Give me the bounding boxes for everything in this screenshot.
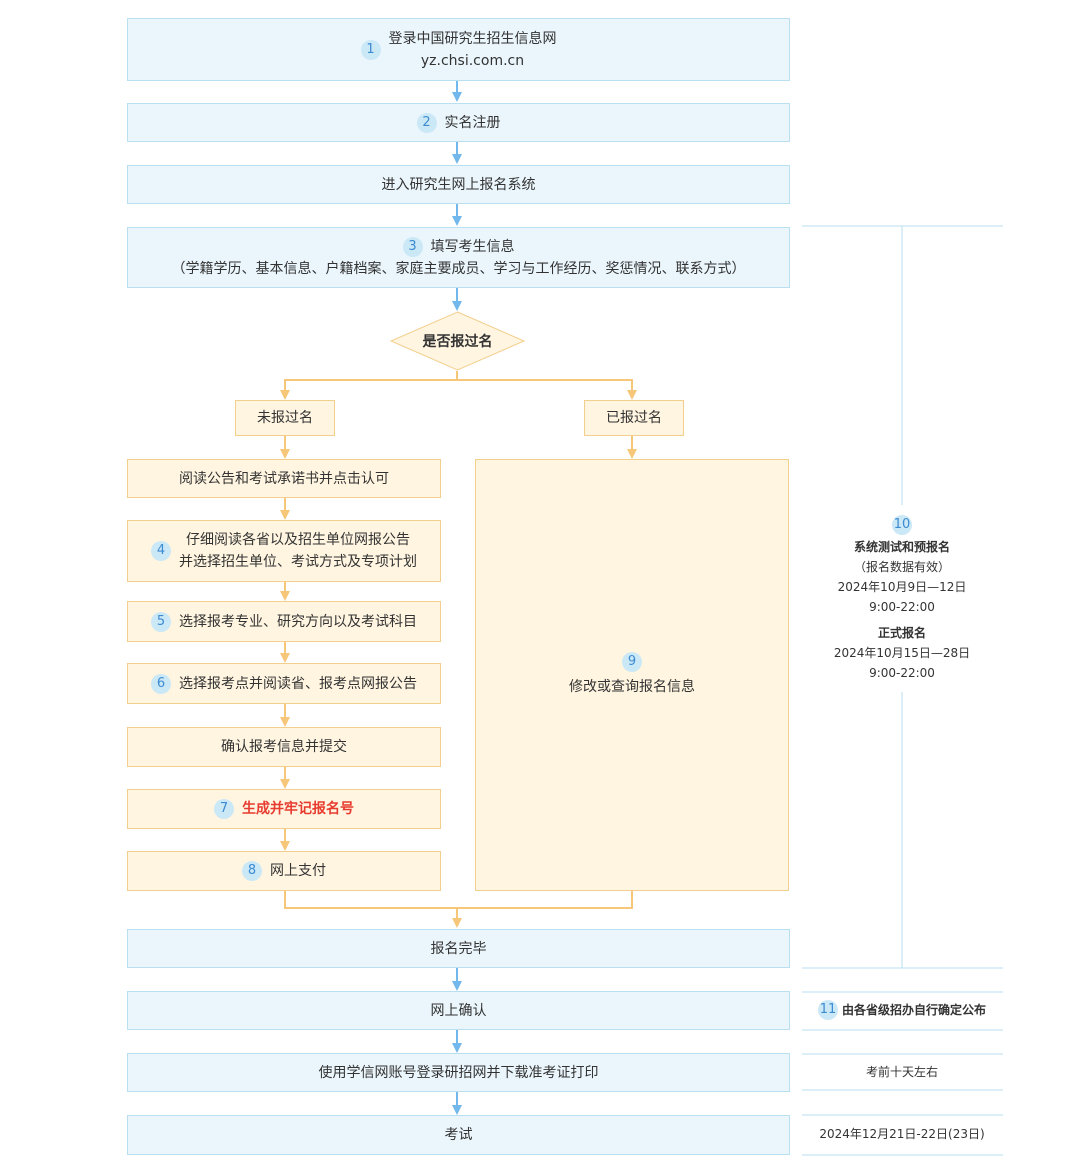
step-8-label: 网上支付 [270, 863, 326, 879]
online-confirm-box: 网上确认 [127, 991, 790, 1030]
decision-label: 是否报过名 [422, 334, 493, 350]
print-ticket-label: 使用学信网账号登录研招网并下载准考证打印 [318, 1064, 599, 1081]
step-9-label: 修改或查询报名信息 [569, 679, 695, 695]
step-1-login-box: 1 登录中国研究生招生信息网 yz.chsi.com.cn [127, 18, 790, 81]
online-confirm-label: 网上确认 [430, 1002, 487, 1019]
not-registered-box: 未报过名 [235, 400, 335, 436]
step-10-schedule: 10 系统测试和预报名 （报名数据有效） 2024年10月9日—12日 9:00… [808, 515, 996, 683]
enter-system-box: 进入研究生网上报名系统 [127, 165, 790, 204]
step-3-details: （学籍学历、基本信息、户籍档案、家庭主要成员、学习与工作经历、奖惩情况、联系方式… [171, 260, 746, 277]
step-number-badge: 7 [214, 799, 234, 819]
step-number-badge: 4 [151, 541, 171, 561]
step-4-line1: 仔细阅读各省以及招生单位网报公告 [186, 532, 410, 548]
step-number-badge: 3 [402, 236, 423, 257]
step-1-title: 登录中国研究生招生信息网 [388, 30, 557, 47]
step-11-note: 11 由各省级招办自行确定公布 [808, 1000, 996, 1020]
step-4-line2: 并选择招生单位、考试方式及专项计划 [179, 554, 417, 570]
confirm-submit-box: 确认报考信息并提交 [127, 727, 441, 767]
formal-registration-title: 正式报名 [877, 626, 926, 640]
registered-label: 已报过名 [606, 410, 662, 426]
exam-label: 考试 [444, 1127, 473, 1143]
not-registered-label: 未报过名 [257, 410, 313, 426]
step-number-badge: 2 [416, 112, 437, 133]
read-notice-label: 阅读公告和考试承诺书并点击认可 [179, 470, 389, 487]
ticket-print-time: 考前十天左右 [865, 1065, 938, 1079]
read-notice-box: 阅读公告和考试承诺书并点击认可 [127, 459, 441, 498]
registration-done-label: 报名完毕 [430, 940, 487, 957]
step-number-badge: 10 [892, 515, 912, 535]
enter-system-label: 进入研究生网上报名系统 [381, 176, 536, 193]
decision-diamond: 是否报过名 [390, 311, 525, 371]
exam-box: 考试 [127, 1115, 790, 1155]
exam-date: 2024年12月21日-22日(23日) [819, 1127, 985, 1141]
registered-box: 已报过名 [584, 400, 684, 436]
step-6-label: 选择报考点并阅读省、报考点网报公告 [179, 675, 417, 692]
step-6-box: 6 选择报考点并阅读省、报考点网报公告 [127, 663, 441, 704]
step-number-badge: 1 [360, 39, 381, 60]
step-number-badge: 11 [817, 1000, 838, 1020]
step-number-badge: 5 [151, 611, 171, 632]
pre-registration-note: （报名数据有效） [853, 560, 950, 574]
step-number-badge: 9 [622, 652, 642, 672]
step-9-box: 9 修改或查询报名信息 [475, 459, 789, 891]
step-5-box: 5 选择报考专业、研究方向以及考试科目 [127, 601, 441, 642]
step-1-url: yz.chsi.com.cn [420, 52, 525, 69]
step-3-fill-info-box: 3 填写考生信息 （学籍学历、基本信息、户籍档案、家庭主要成员、学习与工作经历、… [127, 227, 790, 288]
step-8-box: 8 网上支付 [127, 851, 441, 891]
formal-registration-dates: 2024年10月15日—28日 [833, 646, 971, 660]
print-ticket-box: 使用学信网账号登录研招网并下载准考证打印 [127, 1053, 790, 1092]
pre-registration-title: 系统测试和预报名 [853, 540, 950, 554]
step-2-register-box: 2 实名注册 [127, 103, 790, 142]
step-3-title: 填写考生信息 [430, 238, 515, 255]
registration-done-box: 报名完毕 [127, 929, 790, 968]
step-2-label: 实名注册 [444, 114, 501, 131]
step-number-badge: 8 [242, 861, 262, 881]
formal-registration-time: 9:00-22:00 [869, 666, 935, 680]
step-7-label: 生成并牢记报名号 [242, 801, 354, 817]
confirm-submit-label: 确认报考信息并提交 [221, 739, 347, 755]
step-5-label: 选择报考专业、研究方向以及考试科目 [179, 613, 417, 630]
online-confirm-schedule: 由各省级招办自行确定公布 [841, 1003, 986, 1017]
step-number-badge: 6 [151, 673, 171, 694]
step-7-box: 7 生成并牢记报名号 [127, 789, 441, 829]
step-4-box: 4 仔细阅读各省以及招生单位网报公告 并选择招生单位、考试方式及专项计划 [127, 520, 441, 582]
pre-registration-dates: 2024年10月9日—12日 [837, 580, 967, 594]
pre-registration-time: 9:00-22:00 [869, 600, 935, 614]
